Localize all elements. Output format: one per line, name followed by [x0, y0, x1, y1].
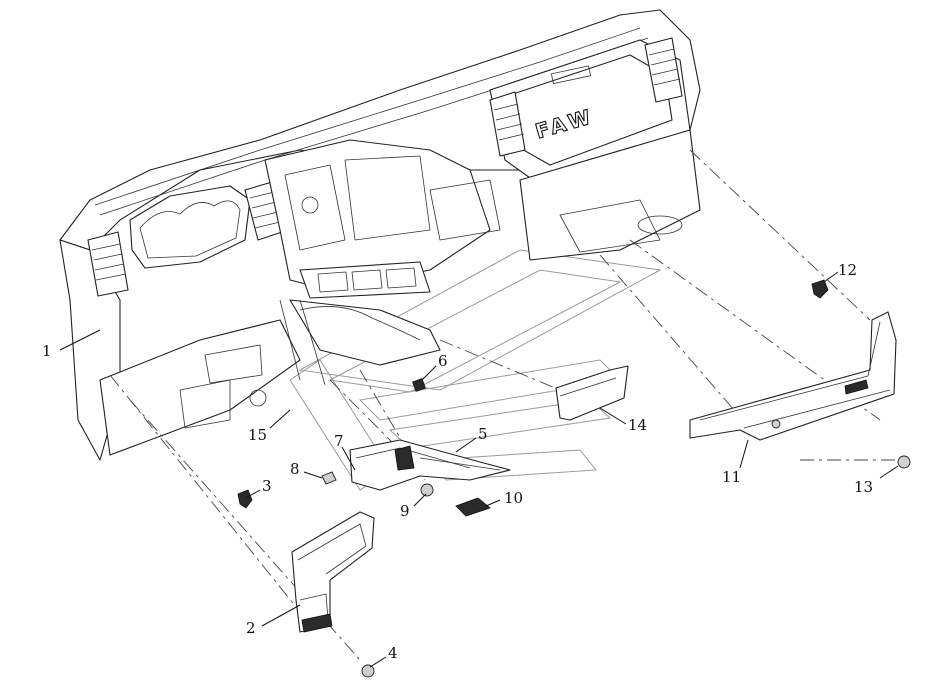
callout-11: 11 — [722, 468, 741, 486]
callout-14: 14 — [628, 416, 647, 434]
part-11-right-lower-trim — [689, 311, 897, 441]
part-3-clip — [237, 489, 253, 509]
leader-lines — [59, 271, 899, 668]
callout-7: 7 — [334, 432, 344, 450]
part-9-nut — [420, 483, 434, 497]
part-2-left-lower-trim — [291, 511, 375, 633]
part-5-bracket — [349, 439, 511, 491]
callout-3: 3 — [262, 477, 272, 495]
callout-6: 6 — [438, 352, 448, 370]
part-8-screw — [321, 471, 337, 485]
part-10-pad — [455, 497, 491, 517]
callout-5: 5 — [478, 425, 488, 443]
part-12-clip — [811, 279, 829, 299]
callout-10: 10 — [504, 489, 523, 507]
part-14-center-pocket — [555, 365, 629, 421]
callout-13: 13 — [854, 478, 873, 496]
callout-1: 1 — [42, 342, 52, 360]
part-4-nut — [361, 664, 375, 678]
callout-labels: 1 2 3 4 5 6 7 8 9 10 11 12 13 14 15 — [42, 261, 873, 662]
callout-8: 8 — [290, 460, 300, 478]
callout-9: 9 — [400, 502, 410, 520]
callout-4: 4 — [388, 644, 398, 662]
callout-2: 2 — [246, 619, 256, 637]
callout-12: 12 — [838, 261, 857, 279]
callout-15: 15 — [248, 426, 267, 444]
part-13-nut — [897, 455, 911, 469]
dashboard-assembly: FAW — [59, 9, 701, 461]
part-6-clip — [412, 378, 426, 392]
